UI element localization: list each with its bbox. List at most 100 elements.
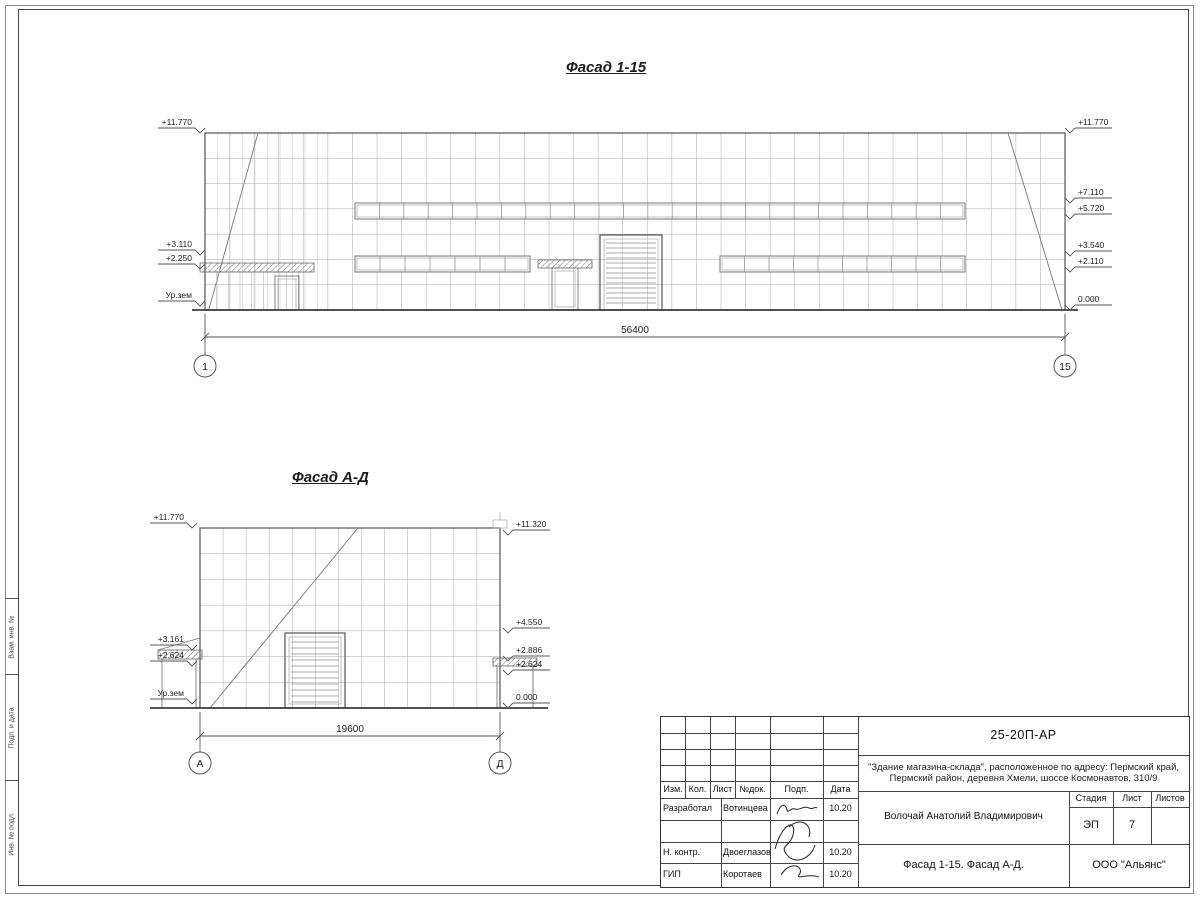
- elevation-mark: Ур.зем: [150, 688, 198, 705]
- elevation-mark: +11.770: [158, 117, 206, 134]
- strip-label-vzam: Взам. инв. №: [8, 615, 15, 659]
- signature-big: [774, 821, 820, 878]
- row-gip-name: Коротаев: [723, 869, 762, 880]
- row-razrabotal-name: Вотинцева: [723, 803, 768, 814]
- elevation-mark: +11.320: [502, 519, 550, 536]
- facade1-dimension: 56400: [200, 314, 1070, 344]
- sheets-label: Листов: [1155, 793, 1185, 804]
- sheets-total: [1151, 807, 1189, 844]
- facade1-axis-15: 15: [1059, 361, 1071, 373]
- elevation-label: +3.540: [1078, 240, 1105, 250]
- col-header-izm: Изм.: [663, 783, 683, 794]
- elevation-label: +5.720: [1078, 203, 1105, 213]
- elevation-mark: +5.720: [1064, 203, 1112, 220]
- elevation-label: +2.624: [516, 659, 543, 669]
- strip-label-podp-data: Подп. и дата: [8, 707, 15, 749]
- facade2-roof-element: [492, 512, 508, 529]
- elevation-label: +7.110: [1078, 187, 1104, 197]
- elevation-label: +2.250: [166, 253, 193, 263]
- elevation-mark: +11.770: [150, 512, 198, 529]
- frame-left-strip: Взам. инв. № Подп. и дата Инв. № подл.: [5, 9, 18, 886]
- facade2-dimension: 19600: [195, 712, 505, 743]
- elevation-mark: 0.000: [1064, 294, 1112, 311]
- facade1-right-diagonal: [1007, 132, 1063, 311]
- col-header-ndok: №док.: [739, 783, 766, 794]
- elevation-mark: +2.886: [502, 645, 550, 662]
- row-razrabotal-role: Разработал: [663, 803, 712, 814]
- facade1-axes: 1 15: [193, 344, 1077, 378]
- elevation-label: +4.550: [516, 617, 543, 627]
- row-nkontr-date: 10.20: [829, 846, 852, 857]
- facade1-upper-window-band: [354, 202, 966, 220]
- stage-label: Стадия: [1075, 793, 1107, 804]
- elevation-mark: +11.770: [1064, 117, 1112, 134]
- sheet-label: Лист: [1122, 793, 1142, 804]
- strip-cell-vzam: Взам. инв. №: [5, 598, 18, 675]
- facade1-axis-1: 1: [202, 361, 208, 373]
- facade2-dimension-text: 19600: [336, 724, 364, 735]
- facade1-outline: [204, 132, 1066, 311]
- facade1-lower-window-band-left: [354, 255, 531, 273]
- row-nkontr-role: Н. контр.: [663, 846, 701, 857]
- facade2-diagonal: [209, 527, 359, 709]
- elevation-mark: +2.110: [1064, 256, 1112, 273]
- elevation-mark: +2.250: [158, 253, 206, 270]
- facade1-left-fine-grid: [217, 133, 318, 310]
- strip-cell-inv-podl: Инв. № подл.: [5, 780, 18, 887]
- facade1-dimension-text: 56400: [621, 325, 649, 336]
- elevation-mark: +2.624: [150, 650, 198, 667]
- organization-name: ООО "Альянс": [1092, 858, 1166, 871]
- facade1-left-diagonal: [208, 132, 259, 310]
- row-gip-date: 10.20: [829, 869, 852, 880]
- title-block: Изм. Кол. Лист №док. Подп. Дата Разработ…: [660, 716, 1190, 888]
- facade2-axis-a: А: [196, 758, 203, 770]
- project-description: "Здание магазина-склада", расположенное …: [858, 755, 1189, 791]
- elevation-mark: +7.110: [1064, 187, 1112, 204]
- row-nkontr-name: Двоеглазов: [723, 846, 771, 857]
- col-header-list: Лист: [712, 783, 733, 794]
- elevation-label: Ур.зем: [166, 290, 193, 300]
- facade2-outline: [199, 527, 501, 709]
- elevation-mark: +3.110: [158, 239, 206, 256]
- facade1-roller-gate: [599, 234, 663, 311]
- facade2-right-canopy: [492, 657, 538, 708]
- elevation-label: +2.624: [158, 650, 185, 660]
- facade1-title: Фасад 1-15: [566, 59, 647, 76]
- facade2-panel-grid: [200, 528, 500, 708]
- row-razrabotal-date: 10.20: [829, 803, 852, 814]
- sheet-number: 7: [1128, 818, 1136, 831]
- facade2-roller-gate: [284, 632, 346, 709]
- chief-name: Волочай Анатолий Владимирович: [884, 811, 1043, 823]
- elevation-label: +3.110: [166, 239, 192, 249]
- elevation-label: +2.110: [1078, 256, 1104, 266]
- stage-value: ЭП: [1083, 818, 1099, 831]
- sheet-frame: [18, 9, 1189, 886]
- col-header-data: Дата: [830, 783, 851, 794]
- facade2-axes: А Д: [188, 743, 512, 775]
- project-line1: "Здание магазина-склада", расположенное …: [867, 762, 1180, 773]
- elevation-mark: +4.550: [502, 617, 550, 634]
- signature-razrabotal: [776, 804, 818, 815]
- strip-cell-podp-data: Подп. и дата: [5, 674, 18, 781]
- col-header-kol: Кол.: [688, 783, 707, 794]
- elevation-label: +11.770: [162, 117, 193, 127]
- col-header-podp: Подп.: [784, 783, 809, 794]
- elevation-label: +2.886: [516, 645, 543, 655]
- facade2-title: Фасад А-Д: [292, 469, 369, 486]
- sheet-outer-border: [5, 5, 1194, 894]
- elevation-label: +11.770: [154, 512, 185, 522]
- elevation-label: 0.000: [1078, 294, 1100, 304]
- elevation-label: +3.161: [158, 634, 185, 644]
- facade2-axis-d: Д: [496, 758, 503, 770]
- elevation-mark: Ур.зем: [158, 290, 206, 307]
- elevation-mark: +3.540: [1064, 240, 1112, 257]
- elevation-label: +11.770: [1078, 117, 1109, 127]
- elevation-mark: 0.000: [502, 692, 550, 709]
- row-gip-role: ГИП: [663, 869, 681, 880]
- elevation-mark: +3.161: [150, 634, 198, 651]
- drawing-title: Фасад 1-15. Фасад А-Д.: [903, 858, 1024, 871]
- strip-label-inv-podl: Инв. № подл.: [8, 812, 15, 856]
- document-code: 25-20П-АР: [990, 728, 1057, 743]
- elevation-label: +11.320: [516, 519, 547, 529]
